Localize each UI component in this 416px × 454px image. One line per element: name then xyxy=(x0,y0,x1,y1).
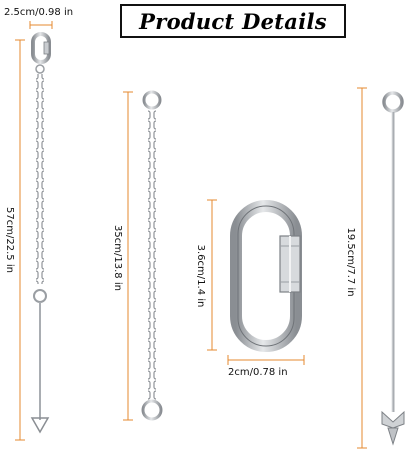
label-long-chain-length: 57cm/22.5 in xyxy=(4,207,15,273)
quick-link xyxy=(230,200,302,352)
label-carabiner-width: 2.5cm/0.98 in xyxy=(4,7,74,18)
label-stake-length: 19.5cm/7.7 in xyxy=(345,227,356,297)
label-short-chain-length: 35cm/13.8 in xyxy=(112,225,123,291)
short-chain-bottom-ring xyxy=(141,399,163,421)
long-stake-tip xyxy=(30,417,50,434)
carabiner xyxy=(31,32,51,64)
title-box: Product Details xyxy=(120,4,346,38)
label-link-width: 2cm/0.78 in xyxy=(228,367,288,378)
short-chain xyxy=(148,110,156,400)
ground-stake xyxy=(381,91,405,446)
label-link-height: 3.6cm/1.4 in xyxy=(195,244,206,308)
short-chain-top-ring xyxy=(142,90,162,110)
page-title: Product Details xyxy=(139,8,327,34)
long-chain xyxy=(36,74,44,284)
